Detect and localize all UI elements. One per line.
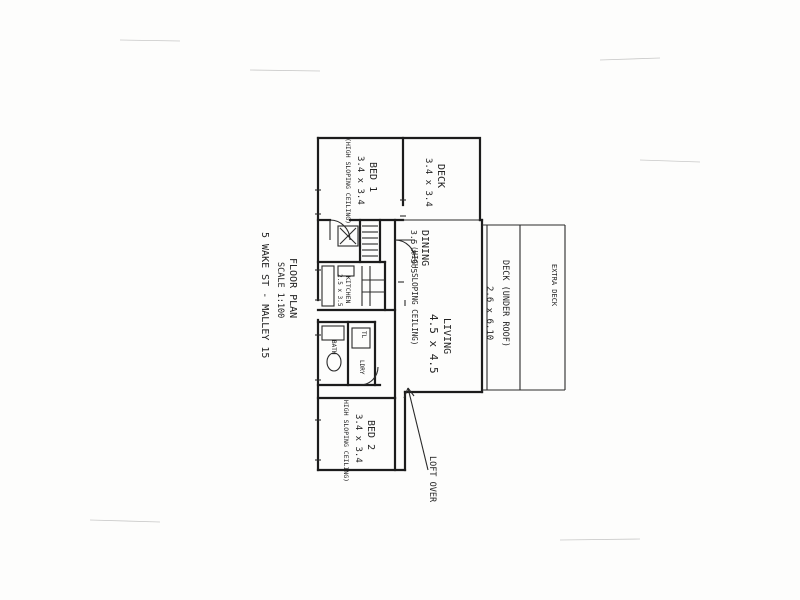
kitchen-name: KITCHEN (344, 276, 352, 303)
dining-note: (HIGH SLOPING CEILING) (410, 246, 419, 345)
title-line3: 5 WAKE ST - MALLEY 15 (259, 232, 270, 358)
large-deck (482, 224, 566, 391)
dining-name: DINING (419, 230, 430, 266)
loft-arrow (403, 387, 429, 471)
deck-large-name: DECK (UNDER ROOF) (500, 260, 510, 347)
bed2-name: BED 2 (365, 420, 376, 450)
title-line2: SCALE 1:100 (275, 262, 285, 318)
outer-walls (316, 136, 484, 472)
room-labels: BED 1 3.4 x 3.4 (HIGH SLOPING CEILING) D… (330, 138, 558, 503)
interior-walls (316, 136, 480, 472)
bed1-name: BED 1 (367, 162, 378, 192)
bed2-size: 3.4 x 3.4 (353, 414, 363, 463)
living-name: LIVING (441, 318, 452, 354)
dining-size: 3.5 x 3.5 (409, 230, 418, 274)
kitchen-benches (321, 265, 385, 307)
paper-marks (89, 39, 701, 541)
bed1-size: 3.4 x 3.4 (355, 156, 365, 205)
windows (315, 189, 406, 461)
wc-name: TL (360, 331, 367, 339)
stairs-hatch (337, 225, 378, 257)
bed2-note: (HIGH SLOPING CEILING) (342, 396, 350, 482)
kitchen-size: 2.5 x 3.5 (336, 274, 343, 307)
bath-fixtures (321, 325, 371, 372)
loft-label: LOFT OVER (427, 456, 437, 503)
center-marks (398, 281, 406, 306)
deck-large-size: 2.6 x 6.10 (484, 286, 494, 340)
deck-small-name: DECK (435, 164, 446, 188)
bath-name: BATH (330, 340, 337, 355)
title-block: FLOOR PLAN SCALE 1:100 5 WAKE ST - MALLE… (259, 232, 298, 358)
bed1-note: (HIGH SLOPING CEILING) (344, 138, 352, 224)
deck-small-size: 3.4 x 3.4 (423, 158, 433, 207)
living-size: 4.5 x 4.5 (427, 314, 440, 374)
title-line1: FLOOR PLAN (287, 258, 298, 318)
extra-deck-name: EXTRA DECK (550, 264, 558, 307)
laundry-name: LDRY (358, 360, 365, 375)
